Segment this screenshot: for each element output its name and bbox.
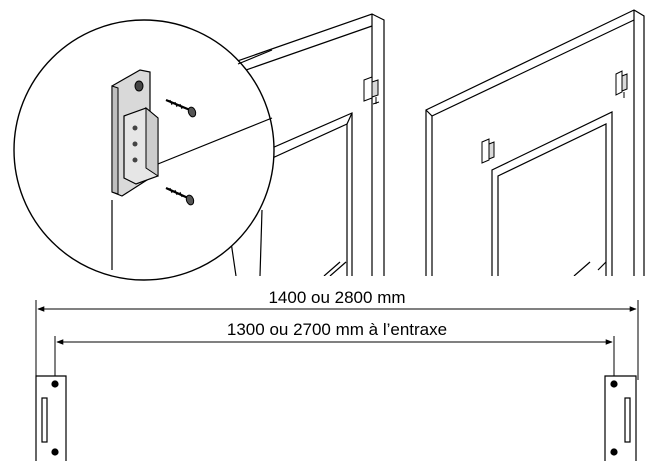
plate-top-hole <box>134 80 144 92</box>
screw-icon-lower <box>165 186 195 206</box>
right-door-bracket-left-icon <box>481 138 495 164</box>
left-door-bracket-icon <box>363 76 380 105</box>
overall-length-label: 1400 ou 2800 mm <box>265 288 409 308</box>
right-door-frame <box>425 9 645 276</box>
right-door-bracket-right-icon <box>615 70 628 98</box>
left-mounting-plate <box>35 375 67 461</box>
right-mounting-plate <box>604 375 637 461</box>
hole-spacing-label: 1300 ou 2700 mm à l’entraxe <box>223 320 451 340</box>
screw-icon-upper <box>165 98 197 118</box>
overall-dimension <box>35 300 639 380</box>
magnifier-detail <box>13 19 275 281</box>
center-dimension <box>54 336 615 384</box>
